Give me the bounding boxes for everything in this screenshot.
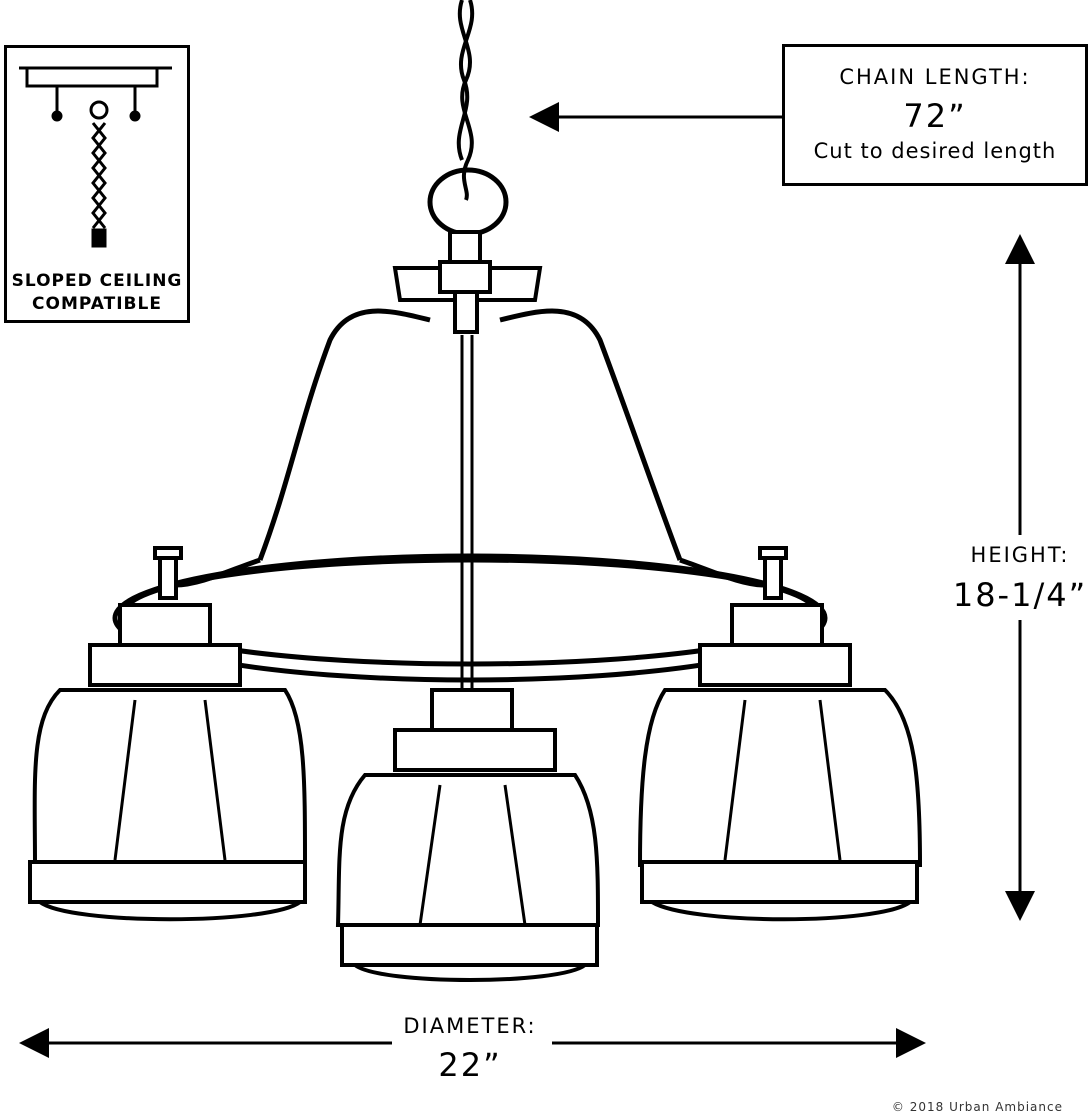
- center-hub: [392, 230, 543, 334]
- chain-length-title: CHAIN LENGTH:: [839, 65, 1031, 89]
- chain-length-value: 72”: [903, 97, 967, 135]
- sloped-ceiling-line2: COMPATIBLE: [32, 294, 162, 314]
- height-value: 18-1/4”: [952, 576, 1088, 614]
- chain-length-note: Cut to desired length: [813, 139, 1057, 163]
- copyright-text: © 2018 Urban Ambiance: [891, 1100, 1063, 1114]
- height-title: HEIGHT:: [970, 543, 1070, 567]
- frame-arms: [174, 308, 766, 588]
- diameter-value: 22”: [438, 1046, 502, 1084]
- left-shade: [28, 603, 308, 922]
- sloped-ceiling-box: SLOPED CEILING COMPATIBLE: [4, 45, 190, 323]
- sloped-ceiling-label: SLOPED CEILING COMPATIBLE: [7, 270, 187, 316]
- center-shade: [335, 688, 601, 982]
- diameter-title: DIAMETER:: [403, 1014, 537, 1038]
- chain: [427, 0, 509, 237]
- center-rod: [460, 335, 474, 700]
- sloped-ceiling-line1: SLOPED CEILING: [11, 271, 183, 291]
- chain-length-box: CHAIN LENGTH: 72” Cut to desired length: [782, 44, 1088, 186]
- sloped-ceiling-mount-icon: [19, 66, 172, 248]
- finials: [153, 546, 788, 600]
- right-shade: [637, 603, 923, 922]
